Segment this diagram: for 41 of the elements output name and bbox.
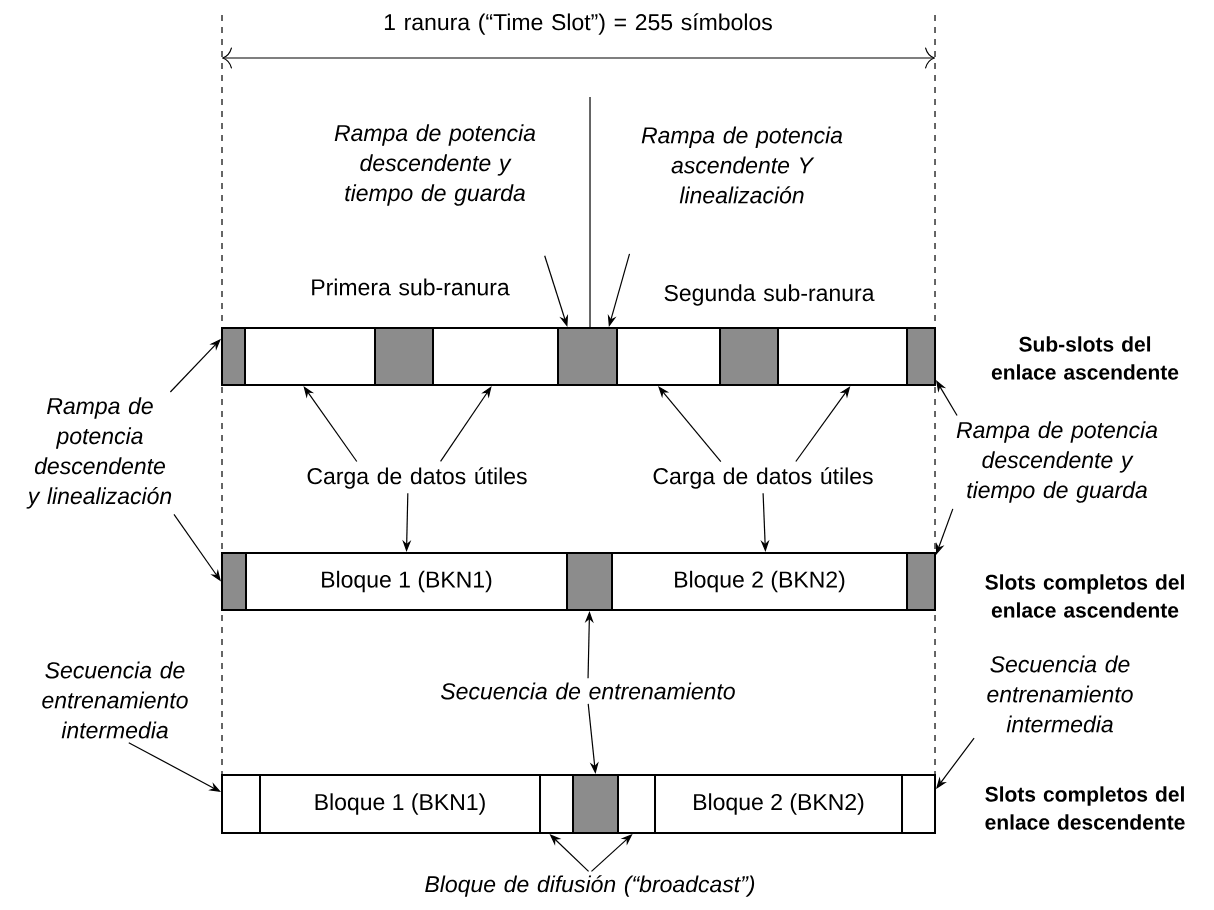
annotation-text: Secuencia de entrenamiento <box>441 682 735 700</box>
text-label: Primera sub-ranura <box>312 278 510 296</box>
slot-segment <box>557 327 618 386</box>
slot-segment <box>719 327 779 386</box>
text-label: 1 ranura (“Time Slot”) = 255 símbolos <box>384 13 772 35</box>
slot-segment <box>572 774 619 834</box>
arrow <box>936 737 975 789</box>
annotation-text: Rampa de potencia descendente y tiempo de guarda <box>956 421 1158 503</box>
annotation-text: Rampa de potencia descendente y tiempo de guarda <box>334 124 536 206</box>
arrow <box>303 386 358 463</box>
slot-segment <box>901 774 936 834</box>
slot-segment: Bloque 1 (BKN1) <box>245 552 568 611</box>
slot-segment <box>566 552 613 611</box>
slot-segment <box>539 774 574 834</box>
annotation-text: Secuencia de entrenamiento intermedia <box>987 655 1133 733</box>
slot-segment <box>221 774 261 834</box>
slot-segment <box>244 327 376 386</box>
slot-segment <box>617 774 656 834</box>
slot-segment <box>616 327 721 386</box>
row-label: Slots completos del enlace ascendente <box>985 574 1184 618</box>
slot-segment <box>906 552 936 611</box>
annotation-text: Carga de datos útiles <box>653 467 873 489</box>
slot-segment <box>374 327 434 386</box>
text-label: Segunda sub-ranura <box>664 284 875 306</box>
row-label: Sub-slots del enlace ascendente <box>991 336 1179 380</box>
slot-segment <box>432 327 559 386</box>
annotation-text: Carga de datos útiles <box>307 467 527 489</box>
annotation-text: Bloque de difusión (“broadcast”) <box>425 875 755 897</box>
arrow <box>658 386 722 463</box>
slot-segment <box>221 552 247 611</box>
slot-segment <box>221 327 246 386</box>
annotation-text: Rampa de potencia ascendente Y linealización <box>641 126 843 204</box>
arrow <box>128 742 221 792</box>
slot-segment: Bloque 2 (BKN2) <box>611 552 908 611</box>
arrow <box>936 380 958 417</box>
arrow <box>440 386 492 463</box>
row-label: Slots completos del enlace descendente <box>985 786 1185 830</box>
annotation-text: Secuencia de entrenamiento intermedia <box>42 661 188 739</box>
slot-segment <box>777 327 908 386</box>
slot-segment <box>906 327 936 386</box>
annotation-text: Rampa de potencia descendente y linealización <box>26 397 172 509</box>
